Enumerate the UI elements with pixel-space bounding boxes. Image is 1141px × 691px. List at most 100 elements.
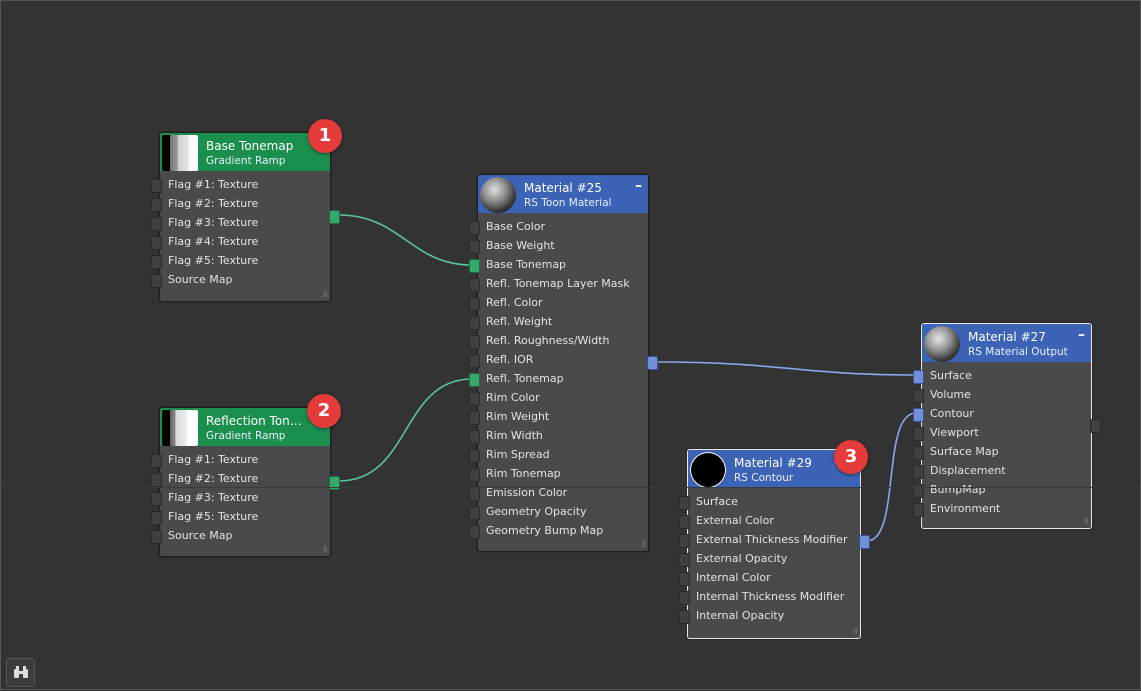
input-socket[interactable] — [913, 408, 924, 422]
input-port[interactable]: Rim Weight — [469, 407, 648, 426]
input-port[interactable]: Geometry Bump Map — [469, 521, 648, 540]
node-material-27[interactable]: Material #27 RS Material Output – Surfac… — [913, 323, 1101, 529]
input-port[interactable]: Rim Tonemap — [469, 464, 648, 483]
resize-grip-icon[interactable]: ⠿ — [322, 291, 328, 299]
input-port[interactable]: Flag #2: Texture — [151, 469, 330, 488]
input-socket[interactable] — [679, 572, 690, 586]
input-socket[interactable] — [151, 454, 162, 468]
collapse-button[interactable]: – — [635, 178, 642, 194]
input-socket[interactable] — [151, 274, 162, 288]
input-port[interactable]: External Color — [679, 511, 860, 530]
resize-grip-icon[interactable]: ⠿ — [640, 541, 646, 549]
input-socket[interactable] — [679, 610, 690, 624]
output-socket[interactable] — [329, 476, 340, 490]
input-port[interactable]: Refl. IOR — [469, 350, 648, 369]
wire-base-tonemap[interactable] — [338, 214, 473, 266]
input-socket[interactable] — [469, 468, 480, 482]
input-port[interactable]: Flag #3: Texture — [151, 213, 330, 232]
node-header[interactable]: Material #25 RS Toon Material – — [478, 175, 648, 213]
input-port[interactable]: External Opacity — [679, 549, 860, 568]
input-socket[interactable] — [151, 492, 162, 506]
node-base-tonemap[interactable]: Base Tonemap Gradient Ramp Flag #1: Text… — [151, 132, 340, 302]
node-header[interactable]: Reflection Tone... Gradient Ramp — [160, 408, 330, 446]
node-material-29[interactable]: Material #29 RS Contour Surface External… — [679, 449, 870, 639]
input-socket[interactable] — [469, 373, 480, 387]
output-socket[interactable] — [1090, 419, 1101, 433]
node-reflection-tonemap[interactable]: Reflection Tone... Gradient Ramp Flag #1… — [151, 407, 340, 557]
input-port[interactable]: Refl. Color — [469, 293, 648, 312]
input-port[interactable]: Flag #1: Texture — [151, 450, 330, 469]
input-port[interactable]: Flag #5: Texture — [151, 251, 330, 270]
input-port[interactable]: Source Map — [151, 526, 330, 545]
input-port[interactable]: Rim Width — [469, 426, 648, 445]
input-socket[interactable] — [151, 530, 162, 544]
output-socket[interactable] — [647, 356, 658, 370]
resize-grip-icon[interactable]: ⠿ — [322, 546, 328, 554]
output-socket[interactable] — [859, 535, 870, 549]
input-socket[interactable] — [913, 427, 924, 441]
input-port[interactable]: Flag #4: Texture — [151, 232, 330, 251]
input-socket[interactable] — [469, 430, 480, 444]
input-port[interactable]: Surface Map — [913, 442, 1091, 461]
input-port[interactable]: Refl. Roughness/Width — [469, 331, 648, 350]
input-socket[interactable] — [913, 503, 924, 517]
collapse-button[interactable]: – — [1078, 327, 1085, 343]
input-port[interactable]: Flag #3: Texture — [151, 488, 330, 507]
input-port[interactable]: Flag #1: Texture — [151, 175, 330, 194]
input-socket[interactable] — [151, 179, 162, 193]
input-socket[interactable] — [913, 370, 924, 384]
input-port[interactable]: Environment — [913, 499, 1091, 518]
input-socket[interactable] — [469, 411, 480, 425]
input-socket[interactable] — [151, 217, 162, 231]
node-header[interactable]: Material #27 RS Material Output – — [922, 324, 1091, 362]
input-port[interactable]: Source Map — [151, 270, 330, 289]
input-socket[interactable] — [469, 335, 480, 349]
input-socket[interactable] — [469, 506, 480, 520]
binoculars-button[interactable] — [6, 658, 35, 687]
input-port[interactable]: Refl. Weight — [469, 312, 648, 331]
input-socket[interactable] — [469, 354, 480, 368]
input-socket[interactable] — [913, 484, 924, 498]
input-port[interactable]: Refl. Tonemap — [469, 369, 648, 388]
input-port[interactable]: Surface — [679, 492, 860, 511]
input-socket[interactable] — [469, 525, 480, 539]
input-port[interactable]: Contour — [913, 404, 1091, 423]
input-socket[interactable] — [469, 278, 480, 292]
input-port[interactable]: Viewport — [913, 423, 1091, 442]
input-port[interactable]: Internal Thickness Modifier — [679, 587, 860, 606]
input-port[interactable]: Base Color — [469, 217, 648, 236]
input-socket[interactable] — [151, 511, 162, 525]
input-socket[interactable] — [469, 449, 480, 463]
input-socket[interactable] — [151, 198, 162, 212]
input-port[interactable]: Displacement — [913, 461, 1091, 480]
input-port[interactable]: Refl. Tonemap Layer Mask — [469, 274, 648, 293]
input-socket[interactable] — [679, 534, 690, 548]
input-socket[interactable] — [469, 297, 480, 311]
input-socket[interactable] — [913, 389, 924, 403]
resize-grip-icon[interactable]: ⠿ — [852, 628, 858, 636]
input-port[interactable]: Surface — [913, 366, 1091, 385]
input-socket[interactable] — [469, 392, 480, 406]
input-socket[interactable] — [913, 446, 924, 460]
wire-reflection-tonemap[interactable] — [338, 378, 473, 482]
input-socket[interactable] — [469, 259, 480, 273]
input-socket[interactable] — [469, 316, 480, 330]
input-socket[interactable] — [151, 236, 162, 250]
input-port[interactable]: Flag #2: Texture — [151, 194, 330, 213]
node-header[interactable]: Base Tonemap Gradient Ramp — [160, 133, 330, 171]
input-socket[interactable] — [469, 240, 480, 254]
input-port[interactable]: Base Weight — [469, 236, 648, 255]
input-socket[interactable] — [679, 591, 690, 605]
input-port[interactable]: Internal Opacity — [679, 606, 860, 625]
input-socket[interactable] — [913, 465, 924, 479]
input-port[interactable]: BumpMap — [913, 480, 1091, 499]
input-socket[interactable] — [151, 473, 162, 487]
input-port[interactable]: Volume — [913, 385, 1091, 404]
input-socket[interactable] — [469, 487, 480, 501]
input-port[interactable]: Emission Color — [469, 483, 648, 502]
input-port[interactable]: Geometry Opacity — [469, 502, 648, 521]
input-socket[interactable] — [151, 255, 162, 269]
input-socket[interactable] — [679, 496, 690, 510]
input-socket[interactable] — [679, 553, 690, 567]
